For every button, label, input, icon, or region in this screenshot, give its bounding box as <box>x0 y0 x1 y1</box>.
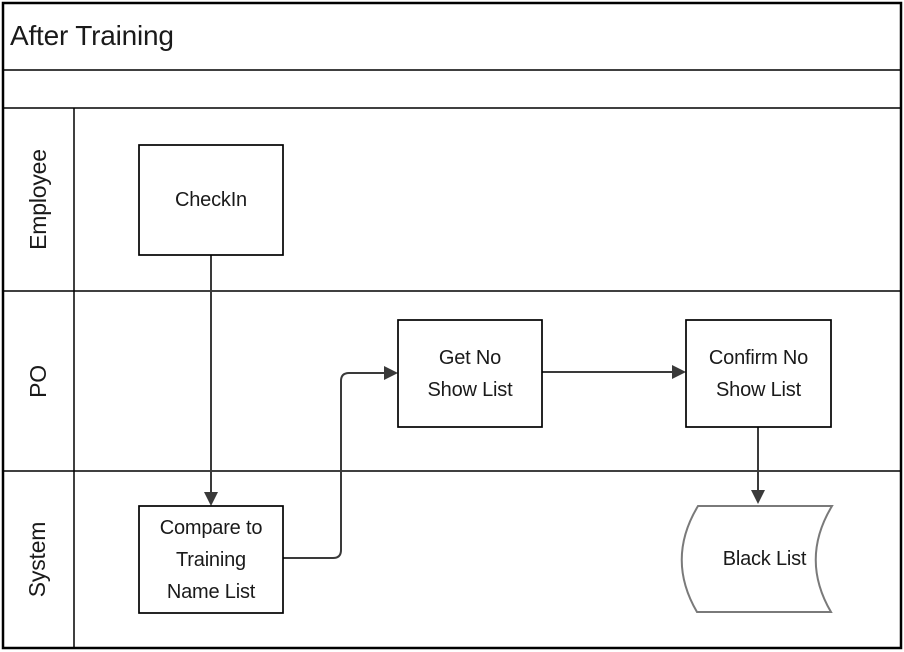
node-confirm-no-show-list-label: Confirm No Show List <box>708 346 809 401</box>
process-shapes <box>138 144 832 614</box>
lane-label-system: System <box>2 471 74 648</box>
shape-confirm-no-show-list <box>685 319 832 428</box>
edge-compare-to-get <box>283 372 385 559</box>
arrowhead-into-blacklist <box>751 490 765 504</box>
node-get-no-show-list-label: Get No Show List <box>427 346 513 401</box>
diagram-title: After Training <box>2 2 904 70</box>
lane-label-system-text: System <box>24 521 51 598</box>
lane-label-employee: Employee <box>2 108 74 291</box>
lane-label-po-text: PO <box>24 364 51 398</box>
arrowhead-into-get <box>384 366 398 380</box>
arrowheads <box>204 365 765 506</box>
diagram-title-text: After Training <box>10 20 174 51</box>
connectors <box>210 255 759 559</box>
node-compare-to-training-name-list-label: Compare to Training Name List <box>159 516 263 603</box>
shape-get-no-show-list <box>397 319 543 428</box>
shape-black-list-stored-data <box>680 505 834 613</box>
lane-label-employee-text: Employee <box>24 149 51 250</box>
lane-label-po: PO <box>2 291 74 471</box>
node-checkin-label: CheckIn <box>175 189 247 211</box>
shape-checkin <box>138 144 284 256</box>
shape-compare-to-training-name-list <box>138 505 284 614</box>
node-black-list-label: Black List <box>722 548 807 570</box>
arrowhead-into-confirm <box>672 365 686 379</box>
arrowhead-into-compare <box>204 492 218 506</box>
